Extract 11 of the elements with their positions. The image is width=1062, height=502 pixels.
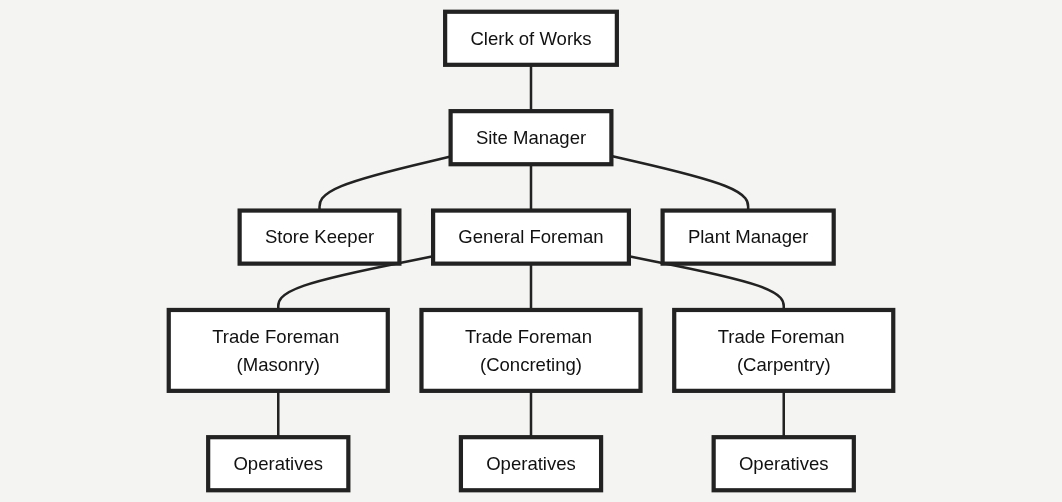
node-box: Clerk of Works <box>443 9 619 67</box>
node-box: Trade Foreman (Carpentry) <box>672 307 896 393</box>
node-box: Operatives <box>206 435 351 493</box>
node-box: Operatives <box>458 435 604 493</box>
node-box: Operatives <box>711 435 856 493</box>
node-box: Trade Foreman (Concreting) <box>419 307 643 393</box>
node-box: Plant Manager <box>660 208 836 266</box>
node-box: Trade Foreman (Masonry) <box>166 307 390 393</box>
node-box: General Foreman <box>431 208 631 266</box>
node-box: Site Manager <box>448 109 614 167</box>
node-box: Store Keeper <box>237 208 402 266</box>
